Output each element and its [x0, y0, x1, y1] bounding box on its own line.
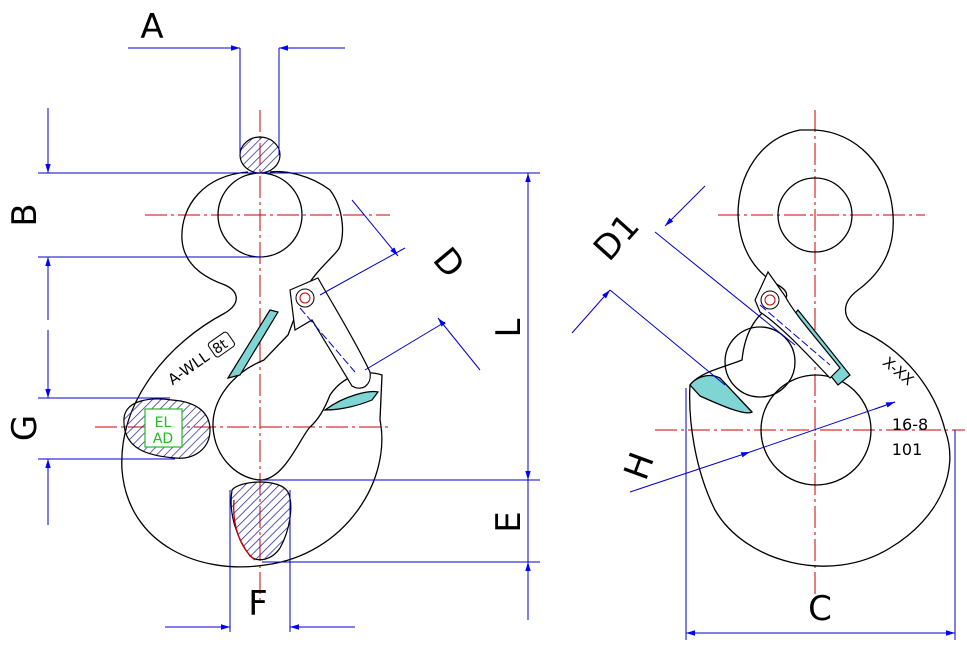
label-B: B — [5, 203, 45, 226]
label-E: E — [489, 511, 529, 532]
safety-latch-left — [226, 277, 380, 411]
dimensions-right — [571, 185, 956, 640]
eye-section-hatch — [239, 136, 281, 174]
label-D: D — [425, 240, 472, 286]
size-label: 16-8 — [892, 415, 928, 434]
wll-marking: A-WLL 8t — [165, 331, 236, 389]
label-D1: D1 — [586, 206, 648, 268]
bottom-section-hatch — [230, 481, 292, 561]
safety-latch-right — [754, 270, 851, 386]
label-G: G — [5, 415, 45, 441]
hook-outline-right — [689, 129, 951, 567]
label-H: H — [616, 447, 662, 485]
logo-bottom: AD — [153, 431, 173, 447]
section-label: X-XX — [879, 353, 917, 389]
label-C: C — [808, 589, 832, 629]
logo-top: EL — [155, 415, 172, 431]
right-view: D1 H C X-XX 16-8 101 — [571, 110, 965, 640]
label-F: F — [248, 584, 268, 624]
wll-text: A-WLL — [165, 347, 214, 389]
label-A: A — [140, 7, 163, 47]
elad-logo: EL AD — [144, 408, 183, 448]
code-label: 101 — [892, 440, 923, 459]
label-L: L — [489, 318, 529, 337]
dimensions-left — [38, 45, 540, 632]
left-view: EL AD A-WLL 8t — [5, 7, 540, 632]
wll-capacity: 8t — [210, 336, 231, 358]
